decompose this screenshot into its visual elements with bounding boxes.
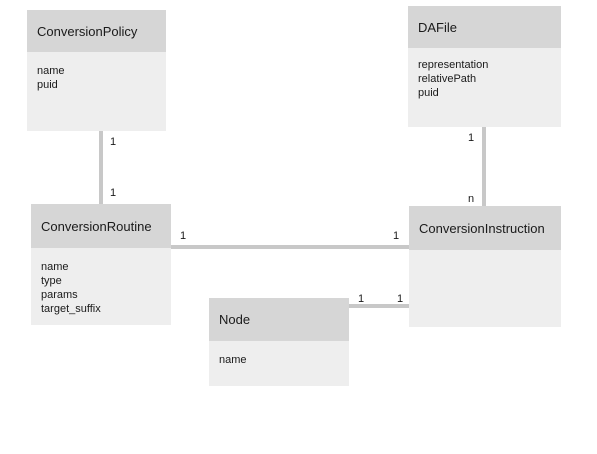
class-name: DAFile (408, 6, 561, 48)
class-name: ConversionRoutine (31, 204, 171, 248)
multiplicity-routine-end: 1 (180, 230, 187, 242)
class-node[interactable]: Node name (209, 298, 349, 386)
class-name: ConversionPolicy (27, 10, 166, 52)
class-attributes: name type params target_suffix (31, 248, 171, 316)
association-routine-instruction-line (171, 245, 409, 249)
attribute: type (41, 275, 62, 287)
class-attributes: representation relativePath puid (408, 48, 561, 100)
attribute: relativePath (418, 73, 477, 85)
class-conversion-instruction[interactable]: ConversionInstruction (409, 206, 561, 327)
multiplicity-routine-end: 1 (110, 187, 117, 199)
class-name: ConversionInstruction (409, 206, 561, 250)
class-name: Node (209, 298, 349, 341)
attribute: puid (37, 79, 58, 91)
association-policy-routine-line (99, 131, 103, 204)
multiplicity-dafile-end: 1 (468, 132, 475, 144)
multiplicity-instruction-end: 1 (397, 293, 404, 305)
class-conversion-policy[interactable]: ConversionPolicy name puid (27, 10, 166, 131)
class-dafile[interactable]: DAFile representation relativePath puid (408, 6, 561, 127)
attribute: puid (418, 87, 439, 99)
multiplicity-policy-end: 1 (110, 136, 117, 148)
association-dafile-instruction-line (482, 127, 486, 206)
attribute: representation (418, 59, 489, 71)
attribute: name (37, 65, 65, 77)
association-node-instruction-line (349, 304, 409, 308)
class-conversion-routine[interactable]: ConversionRoutine name type params targe… (31, 204, 171, 325)
class-attributes (409, 250, 561, 262)
attribute: target_suffix (41, 303, 101, 315)
class-attributes: name (209, 341, 349, 367)
attribute: name (41, 261, 69, 273)
multiplicity-instruction-end: n (468, 193, 475, 205)
multiplicity-node-end: 1 (358, 293, 365, 305)
attribute: params (41, 289, 78, 301)
multiplicity-instruction-end: 1 (393, 230, 400, 242)
attribute: name (219, 354, 247, 366)
class-attributes: name puid (27, 52, 166, 92)
